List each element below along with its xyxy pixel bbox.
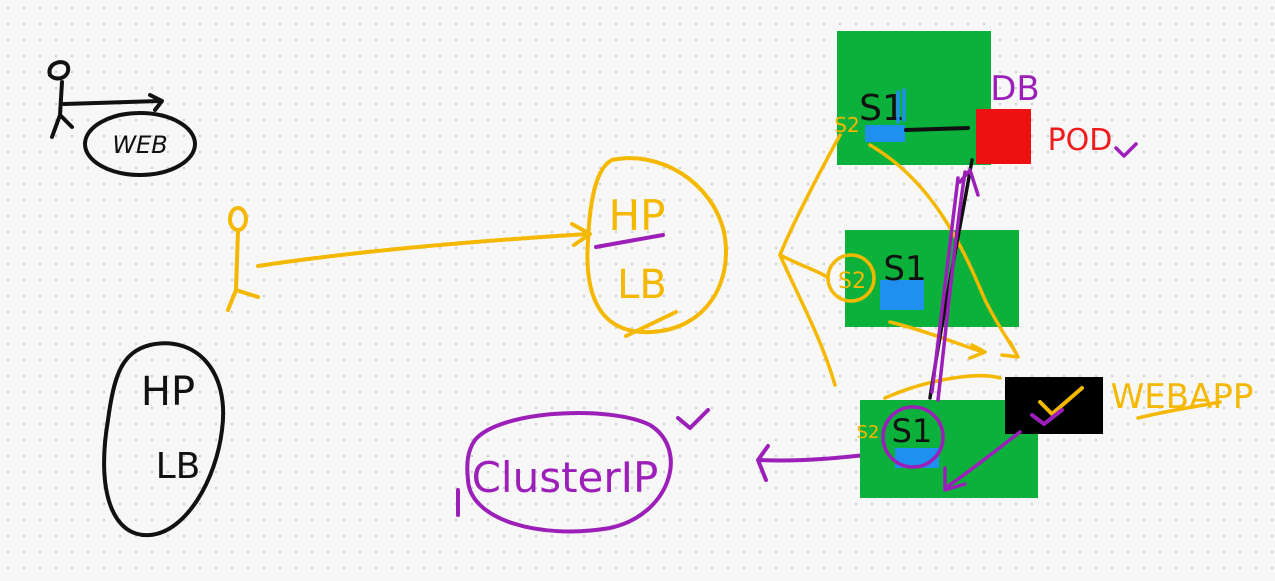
- yellow-user-sketch: [226, 156, 728, 338]
- node-1-marks: [896, 88, 906, 124]
- node-3-s1-circle: [881, 405, 945, 469]
- webapp-label: WEBAPP: [1111, 377, 1254, 417]
- lb-fanout-lines: [778, 133, 842, 387]
- cluster-ip-sketch: [456, 408, 895, 534]
- yellow-user-head-icon: [228, 206, 248, 232]
- node-2-s2-label: S2: [838, 269, 866, 294]
- hp-yellow-label: HP: [609, 191, 666, 240]
- user-to-web-arrow: [62, 93, 164, 112]
- cluster-ip-check-icon: [676, 408, 710, 430]
- pod-label: POD: [1048, 123, 1113, 158]
- node-1-to-db-line: [904, 126, 970, 132]
- node-3-s2-label: S2: [857, 422, 880, 443]
- node-1-to-webapp-line: [868, 143, 1020, 359]
- hp-lb-bubble: [585, 156, 728, 335]
- hp-strike-line: [594, 233, 665, 249]
- node-1-service: [865, 125, 905, 142]
- user-head-icon: [47, 60, 71, 81]
- db-arrow: [958, 168, 980, 197]
- cluster-ip-bubble: [465, 411, 673, 534]
- user-to-lb-arrow: [256, 222, 592, 268]
- webapp-underline: [1136, 400, 1222, 420]
- db-label: DB: [990, 69, 1040, 109]
- web-bubble: [83, 111, 197, 177]
- cluster-ip-label: ClusterIP: [472, 453, 659, 502]
- lb-underline: [624, 310, 678, 338]
- webapp-check-icon: [1038, 386, 1084, 416]
- yellow-user-body-icon: [226, 228, 260, 312]
- purple-link-2: [930, 176, 960, 394]
- node-3-s1-label: S1: [892, 412, 933, 450]
- web-label: WEB: [112, 131, 167, 159]
- vertical-links: [881, 88, 1022, 492]
- yellow-connections: [778, 133, 1222, 420]
- node-2-s1-label: S1: [883, 249, 926, 289]
- lb-black-label: LB: [156, 446, 201, 487]
- node-3-to-webapp-line: [883, 374, 1002, 400]
- node-2-to-webapp-line: [888, 320, 987, 360]
- webapp-purple-check-icon: [1030, 408, 1064, 426]
- lb-yellow-label: LB: [617, 262, 667, 308]
- pod-check-icon: [1114, 142, 1138, 158]
- webapp-to-service-arrow: [943, 430, 1022, 492]
- db-pod: [976, 109, 1031, 164]
- user-web-sketch: [47, 60, 197, 177]
- purple-link-1: [936, 170, 967, 402]
- node-1: [837, 31, 991, 165]
- hp-black-label: HP: [141, 369, 195, 415]
- node-2-service: [880, 280, 924, 310]
- hp-lb-black-bubble: [102, 341, 226, 538]
- webapp-pod: [1005, 377, 1103, 434]
- user-body-icon: [50, 80, 74, 139]
- node-1-s2-label: S2: [834, 113, 859, 137]
